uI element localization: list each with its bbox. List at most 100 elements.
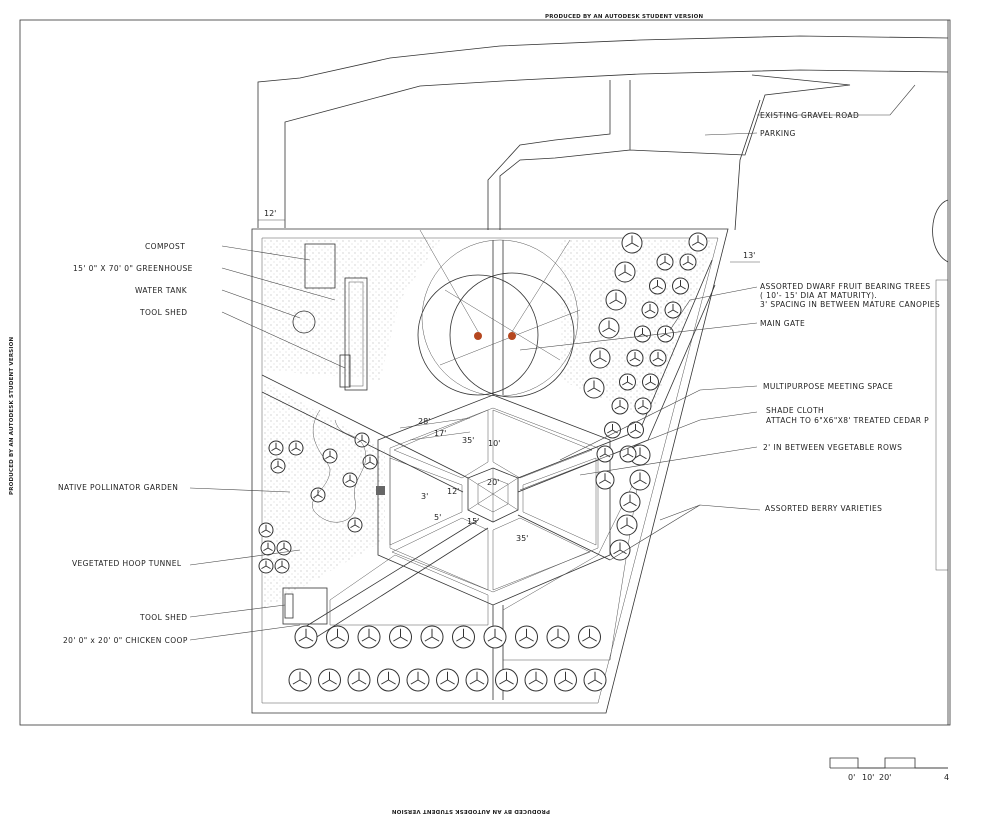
site-boundary [251, 228, 729, 714]
dim-28: 28' [418, 417, 430, 426]
tree-icon [627, 421, 644, 439]
tree-icon [583, 377, 605, 399]
fruit-trees-bottom [288, 625, 607, 692]
label-water-tank: WATER TANK [135, 286, 188, 295]
tree-icon [546, 625, 570, 649]
tree-icon [357, 625, 381, 649]
tree-icon [616, 514, 638, 536]
berry-bed-left [329, 554, 489, 626]
dim-35-top: 35' [462, 436, 474, 445]
tree-icon [611, 397, 629, 415]
tree-icon [452, 625, 475, 649]
tree-icon [354, 432, 370, 448]
tree-icon [258, 522, 274, 538]
label-shade-cloth-2: ATTACH TO 6"X6"X8' TREATED CEDAR P [766, 416, 929, 425]
tree-icon [288, 668, 312, 692]
tree-icon [258, 558, 274, 574]
tree-icon [326, 625, 349, 649]
gate-marker-left [474, 332, 482, 340]
scale-tick-end: 4 [944, 773, 949, 782]
tree-icon [260, 540, 276, 556]
label-berries: ASSORTED BERRY VARIETIES [765, 504, 882, 513]
tree-icon [288, 440, 304, 456]
label-fruit-trees-1: ASSORTED DWARF FRUIT BEARING TREES [760, 282, 931, 291]
tree-icon [294, 625, 318, 649]
dim-13: 13' [743, 251, 755, 260]
tree-icon [619, 491, 641, 513]
dim-17: 17' [434, 429, 446, 438]
gate-marker-right [508, 332, 516, 340]
label-tool-shed-upper: TOOL SHED [139, 308, 187, 317]
tree-icon [634, 397, 652, 415]
scale-tick-0: 0' [848, 773, 855, 782]
tree-icon [583, 668, 607, 692]
tool-shed-upper [339, 354, 351, 388]
tree-icon [649, 349, 667, 367]
upper-work-area [262, 240, 440, 380]
label-existing-gravel-road: EXISTING GRAVEL ROAD [760, 111, 859, 120]
tree-icon [377, 668, 400, 692]
tree-icon [268, 440, 284, 456]
tree-icon [634, 325, 651, 343]
tree-icon [578, 625, 601, 649]
tree-icon [614, 261, 636, 283]
tree-icon [641, 301, 659, 319]
tree-icon [672, 277, 689, 295]
label-parking: PARKING [760, 129, 796, 138]
entry-circles [417, 229, 581, 398]
dim-5: 5' [434, 513, 441, 522]
dim-3: 3' [421, 492, 428, 501]
tree-icon [595, 470, 615, 490]
tree-icon [554, 668, 577, 692]
leader-lines [189, 84, 916, 641]
dim-20: 20' [487, 478, 499, 487]
pollinator-feature [376, 486, 385, 495]
label-fruit-trees-2: ( 10'- 15' DIA AT MATURITY). [760, 291, 877, 300]
dim-35-bottom: 35' [516, 534, 528, 543]
tree-icon [604, 421, 621, 439]
tree-icon [495, 668, 518, 692]
tree-icon [629, 469, 651, 491]
label-veg-rows: 2' IN BETWEEN VEGETABLE ROWS [763, 443, 902, 452]
label-meeting-space: MULTIPURPOSE MEETING SPACE [763, 382, 893, 391]
tree-icon [679, 253, 697, 271]
parking-lot-edge [734, 99, 761, 231]
scale-bar [829, 757, 948, 769]
tree-icon [609, 539, 631, 561]
tree-icon [619, 445, 637, 463]
label-main-gate: MAIN GATE [760, 319, 805, 328]
tree-icon [362, 454, 378, 470]
watermark-top: PRODUCED BY AN AUTODESK STUDENT VERSION [545, 14, 704, 20]
scale-tick-20: 20' [879, 773, 891, 782]
tree-icon [589, 347, 611, 369]
dim-12-gate: 12' [264, 209, 276, 218]
label-greenhouse: 15' 0" X 70' 0" GREENHOUSE [73, 264, 193, 273]
fruit-trees-right [583, 232, 708, 561]
label-tool-shed-lower: TOOL SHED [139, 613, 187, 622]
dimension-lines [258, 219, 760, 441]
sheet-frame [19, 19, 951, 726]
label-pollinator: NATIVE POLLINATOR GARDEN [58, 483, 178, 492]
tool-shed-lower [284, 593, 294, 619]
tree-icon [274, 558, 290, 574]
tree-icon [598, 317, 620, 339]
pollinator-path [312, 409, 367, 523]
tree-icon [688, 232, 708, 252]
tree-icon [322, 448, 338, 464]
parking-lot-outline [487, 74, 851, 230]
label-shade-cloth-1: SHADE CLOTH [766, 406, 824, 415]
label-chicken-coop: 20' 0" x 20' 0" CHICKEN COOP [63, 636, 188, 645]
dim-12-center: 12' [447, 487, 459, 496]
fruit-trees-left [258, 432, 378, 574]
tree-icon [626, 349, 644, 367]
tree-icon [605, 289, 627, 311]
tree-icon [347, 668, 371, 692]
tree-icon [270, 458, 286, 474]
water-tank [292, 310, 316, 334]
label-compost: COMPOST [145, 242, 185, 251]
tree-icon [619, 373, 636, 391]
dim-10: 10' [488, 439, 500, 448]
tree-icon [657, 325, 674, 343]
tree-icon [621, 232, 643, 254]
